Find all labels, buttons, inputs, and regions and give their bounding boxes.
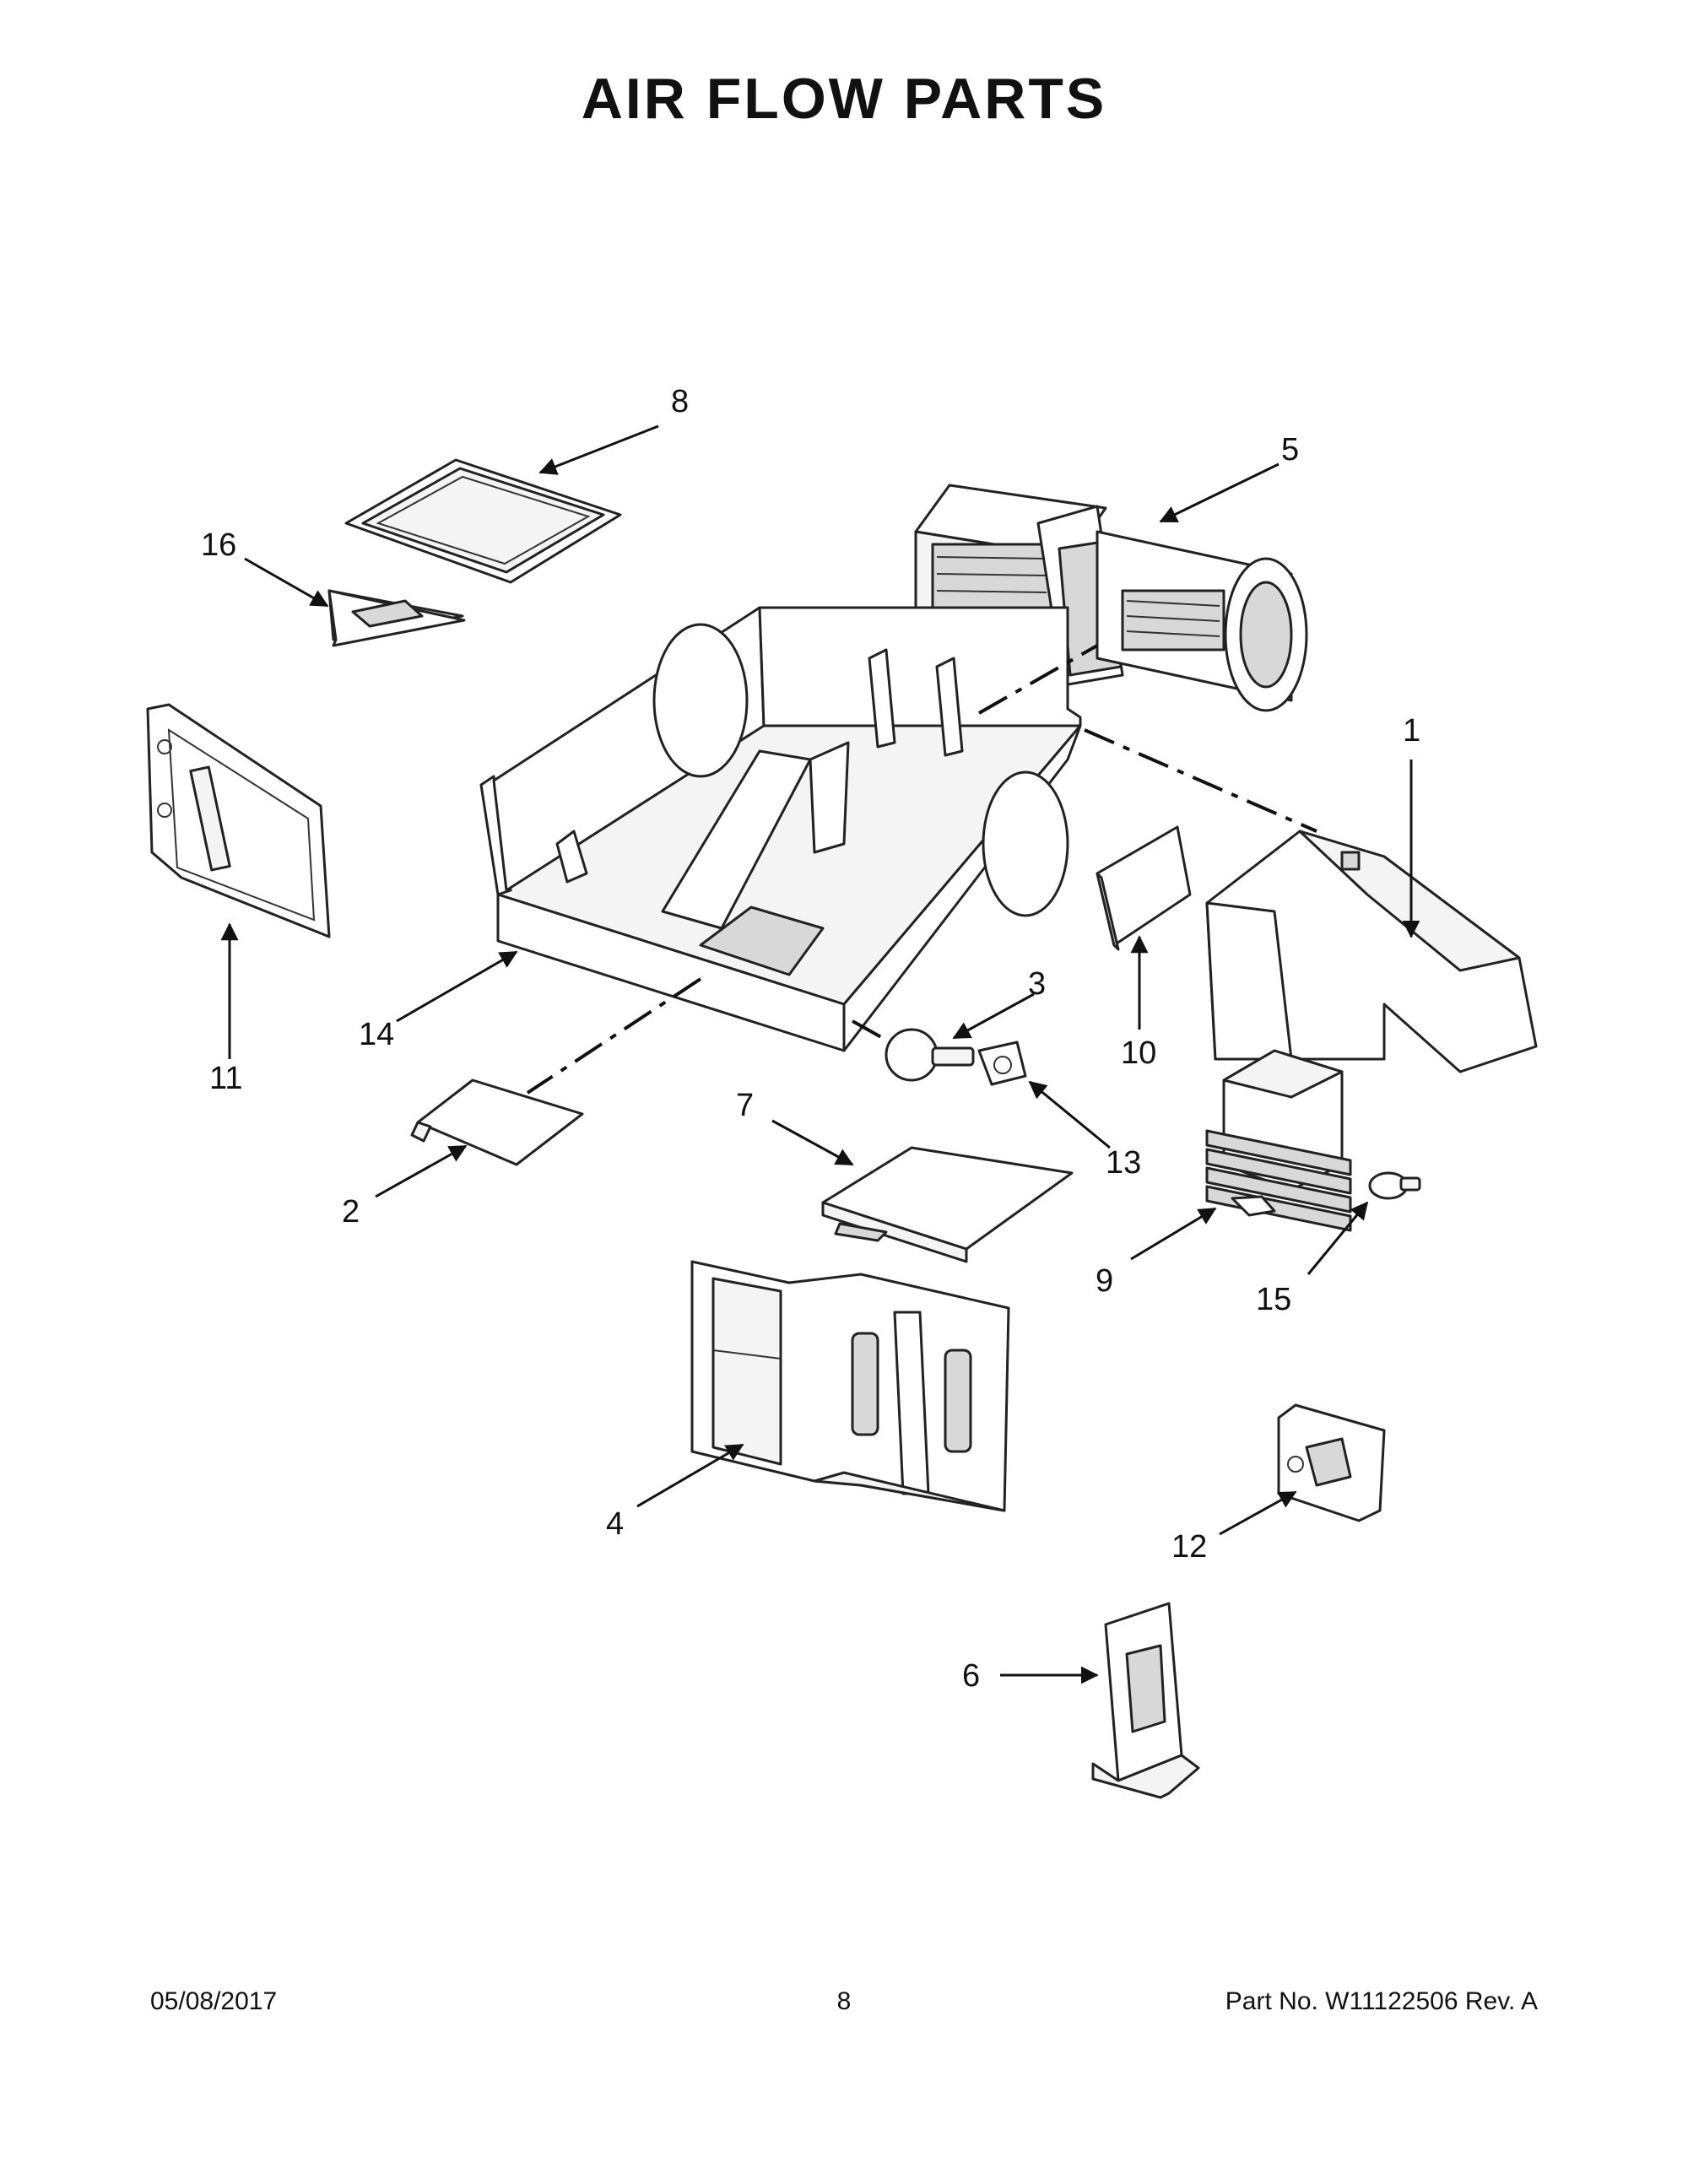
footer-page-number: 8 <box>836 1987 852 2015</box>
callout-7: 7 <box>736 1088 754 1123</box>
callout-3: 3 <box>1028 966 1046 1002</box>
callout-10: 10 <box>1121 1035 1156 1071</box>
callout-8: 8 <box>671 384 689 419</box>
callout-16: 16 <box>201 527 236 563</box>
assembly-lines <box>526 644 1317 1095</box>
part-10-panel <box>1096 825 1192 951</box>
callout-4: 4 <box>606 1506 624 1542</box>
part-2-cover-plate <box>410 1078 584 1166</box>
part-9-transformer <box>1205 1049 1352 1232</box>
leader-lines <box>220 424 1420 1684</box>
callout-12: 12 <box>1171 1529 1207 1565</box>
part-7-deflector <box>821 1146 1074 1263</box>
part-1-duct-cover <box>1205 830 1538 1073</box>
part-11-side-panel <box>146 703 331 938</box>
footer-part-number: Part No. W11122506 Rev. A <box>1225 1987 1538 2015</box>
callout-5: 5 <box>1281 432 1299 468</box>
callout-1: 1 <box>1403 713 1420 749</box>
part-14-base-tray <box>479 606 1082 1052</box>
part-13-lamp-socket <box>977 1041 1027 1086</box>
part-4-air-guide <box>690 1260 1010 1512</box>
callout-6: 6 <box>962 1658 980 1694</box>
callout-labels: 8 16 5 1 11 14 10 3 13 7 2 9 15 4 12 6 <box>201 384 1420 1694</box>
callout-9: 9 <box>1096 1263 1113 1299</box>
part-15-thermal-switch <box>1368 1171 1421 1200</box>
part-3-lamp <box>885 1028 975 1082</box>
callout-15: 15 <box>1256 1282 1291 1317</box>
part-6-bracket <box>1091 1602 1200 1799</box>
callout-13: 13 <box>1106 1145 1141 1181</box>
callout-14: 14 <box>359 1017 394 1052</box>
part-8-filter-frame <box>344 458 622 584</box>
page-title: AIR FLOW PARTS <box>581 67 1107 131</box>
part-12-control-board <box>1277 1403 1386 1522</box>
footer-date: 05/08/2017 <box>150 1987 278 2015</box>
part-16-plate <box>327 589 466 647</box>
callout-11: 11 <box>209 1061 242 1096</box>
callout-2: 2 <box>342 1194 360 1230</box>
